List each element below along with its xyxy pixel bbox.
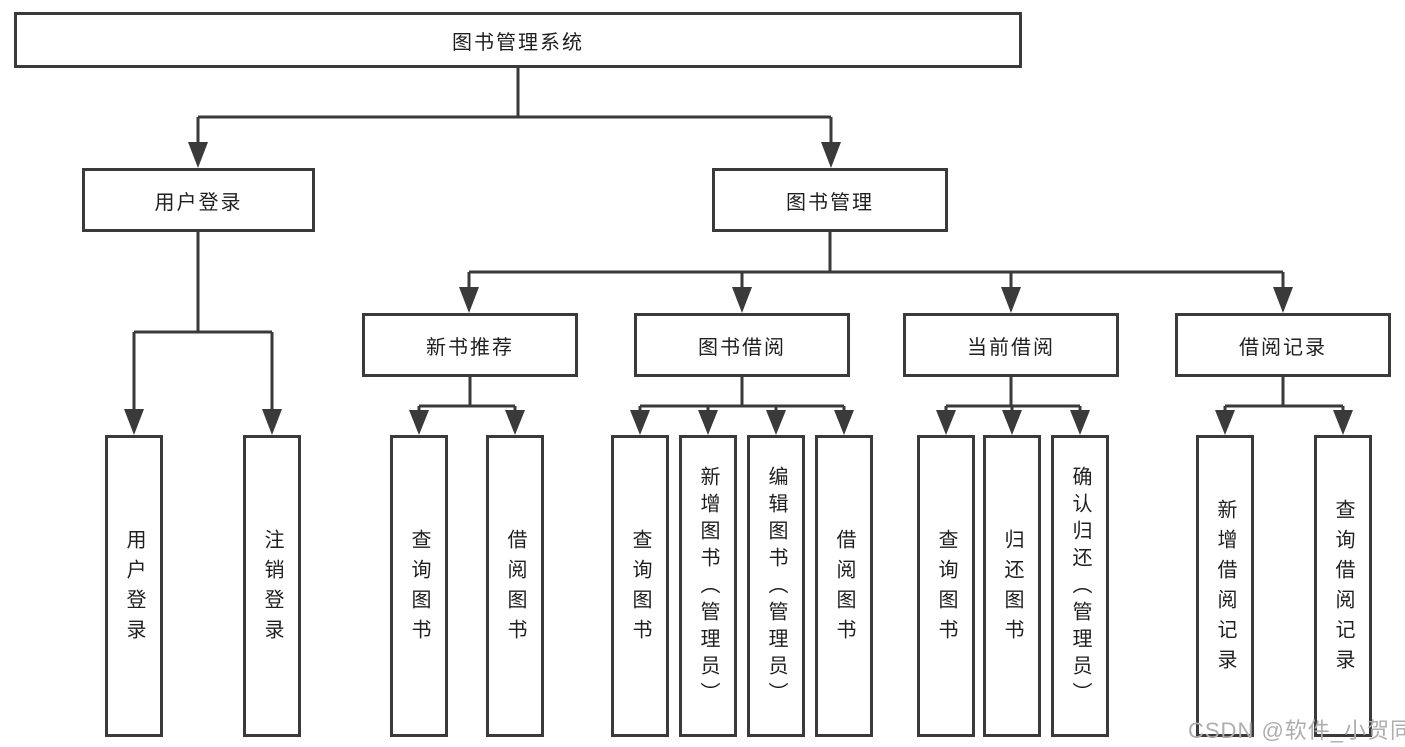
leaf-borrow-borrow-books: 借阅图书	[815, 435, 873, 737]
node-borrow-records: 借阅记录	[1175, 313, 1391, 377]
leaf-current-query-books: 查询图书	[917, 435, 975, 737]
leaf-recommend-query-books: 查询图书	[390, 435, 448, 737]
leaf-borrow-edit-books-admin: 编辑图书（管理员）	[747, 435, 805, 737]
leaf-current-return-books: 归还图书	[983, 435, 1041, 737]
leaf-records-add-record: 新增借阅记录	[1196, 435, 1254, 737]
leaf-borrow-query-books: 查询图书	[611, 435, 669, 737]
node-library-management-system: 图书管理系统	[14, 12, 1022, 68]
node-user-login: 用户登录	[82, 168, 315, 232]
node-book-management: 图书管理	[712, 168, 948, 232]
leaf-recommend-borrow-books: 借阅图书	[486, 435, 544, 737]
node-current-borrow: 当前借阅	[903, 313, 1119, 377]
leaf-logout: 注销登录	[243, 435, 301, 737]
node-book-borrow: 图书借阅	[634, 313, 850, 377]
leaf-records-query-record: 查询借阅记录	[1314, 435, 1372, 737]
leaf-borrow-add-books-admin: 新增图书（管理员）	[679, 435, 737, 737]
leaf-current-confirm-return-admin: 确认归还（管理员）	[1051, 435, 1109, 737]
csdn-watermark: CSDN @软件_小贺同学	[1188, 718, 1405, 743]
node-new-book-recommend: 新书推荐	[362, 313, 578, 377]
leaf-user-login: 用户登录	[105, 435, 163, 737]
